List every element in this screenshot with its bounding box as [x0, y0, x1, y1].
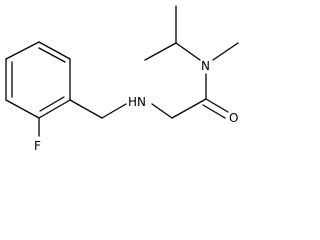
benzene-ring [5, 41, 71, 119]
molecule-diagram: F HN O N [5, 5, 239, 153]
amide-n-label: N [201, 59, 210, 73]
carbonyl-double-bond [202, 104, 226, 119]
ch2-carbonyl-bond [171, 98, 207, 119]
amine-nh-label: HN [128, 95, 146, 109]
ring-double-bond [39, 96, 65, 112]
structure-figure: F HN O N [5, 5, 239, 153]
oxygen-label: O [229, 111, 238, 125]
fluorine-label: F [34, 139, 41, 153]
benzyl-bond [69, 99, 103, 119]
ring-bond [5, 41, 40, 60]
ring-bond [38, 41, 71, 60]
carbonyl-double-bond [205, 98, 229, 113]
n-isopropyl-bond [175, 42, 201, 61]
ring-bond [5, 99, 40, 119]
n-methyl-bond [212, 42, 239, 61]
ch2-nh-bond [101, 103, 127, 119]
ring-double-bond [38, 47, 66, 63]
ring-bond [38, 99, 71, 119]
isopropyl-methyl-bond [144, 42, 177, 61]
nh-ch2-bond [151, 103, 173, 119]
